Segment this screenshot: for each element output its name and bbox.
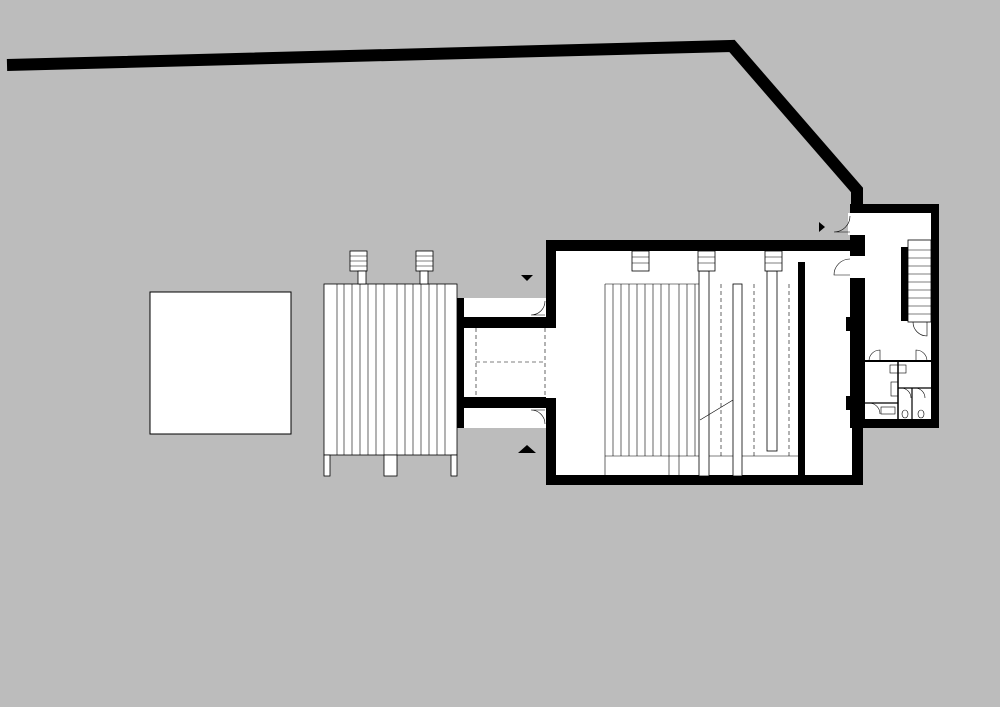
square-pavilion	[149, 291, 292, 435]
boundary-wall	[6, 39, 863, 206]
seating-platform	[323, 250, 458, 477]
staircase	[901, 239, 932, 337]
entrance-north	[521, 275, 533, 281]
main-hall	[546, 240, 863, 485]
toilets	[865, 349, 931, 419]
entrance-south	[518, 445, 536, 453]
covered-passage	[457, 298, 562, 428]
entrance-east	[819, 222, 825, 232]
